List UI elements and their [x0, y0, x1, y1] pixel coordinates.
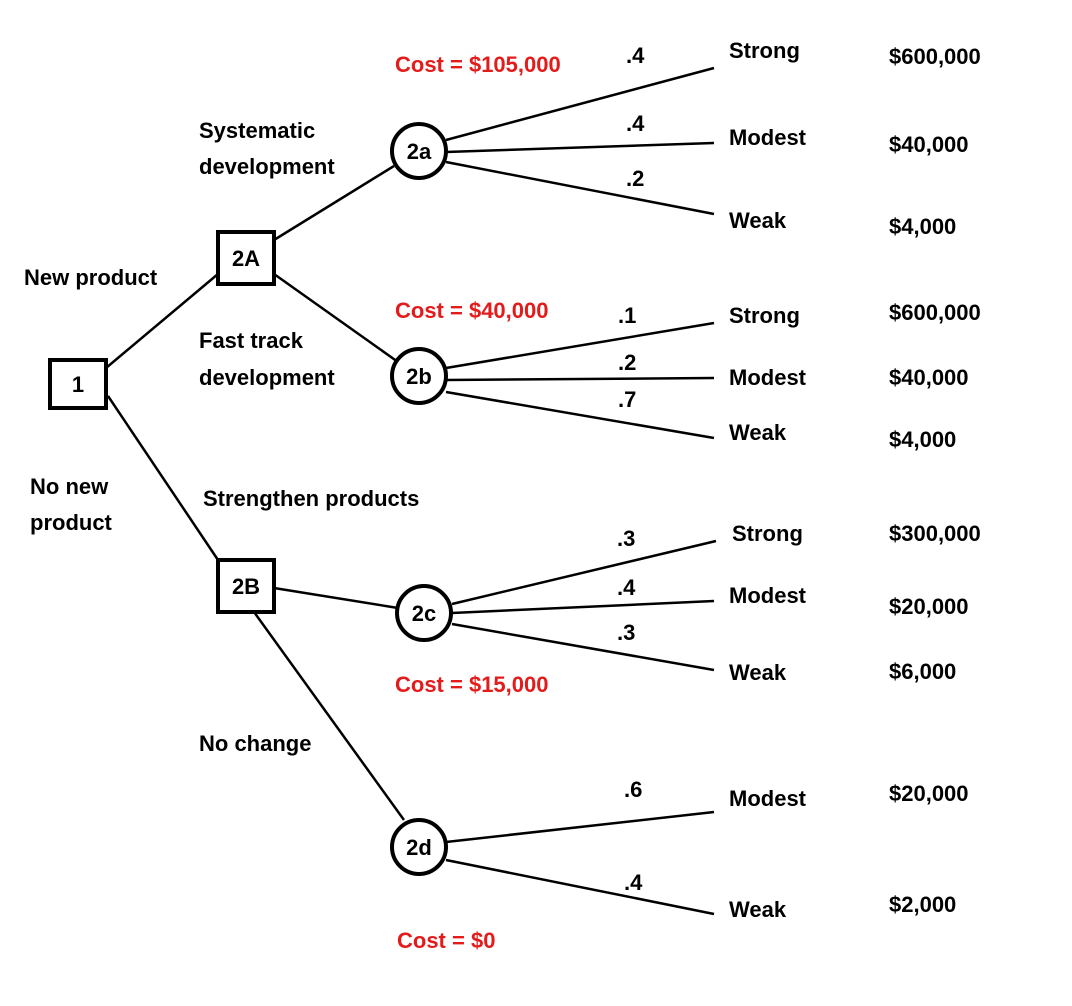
payoff-label: $300,000: [889, 521, 981, 546]
node-label: 2A: [232, 246, 260, 271]
edge-2c-modest: [451, 599, 715, 615]
probability-label: .4: [626, 111, 645, 136]
edge-2A-2b: [273, 272, 399, 364]
cost-label-2c: Cost = $15,000: [395, 672, 548, 697]
outcome-label: Weak: [729, 660, 787, 685]
node-label: 2c: [412, 601, 436, 626]
node-label: 1: [72, 372, 84, 397]
payoff-label: $20,000: [889, 594, 969, 619]
payoff-label: $20,000: [889, 781, 969, 806]
outcome-label: Weak: [729, 208, 787, 233]
branch-label-no-change: No change: [199, 731, 311, 756]
decision-node-1: 1: [48, 358, 108, 410]
branch-label-systematic-line1: Systematic: [199, 118, 315, 143]
payoff-label: $600,000: [889, 300, 981, 325]
node-label: 2b: [406, 364, 432, 389]
outcome-label: Modest: [729, 583, 807, 608]
outcome-label: Strong: [729, 303, 800, 328]
payoff-label: $6,000: [889, 659, 956, 684]
probability-label: .3: [617, 526, 635, 551]
cost-label-2d: Cost = $0: [397, 928, 495, 953]
probability-label: .3: [617, 620, 635, 645]
branch-label-fast-track-line1: Fast track: [199, 328, 304, 353]
chance-node-2a: 2a: [390, 122, 448, 180]
edge-2a-modest: [445, 141, 715, 154]
edge-2B-2d: [252, 611, 406, 821]
payoff-label: $4,000: [889, 214, 956, 239]
edge-2c-strong: [451, 539, 717, 606]
outcome-label: Modest: [729, 786, 807, 811]
node-label: 2a: [407, 139, 432, 164]
node-label: 2B: [232, 574, 260, 599]
edge-2c-weak: [451, 622, 715, 672]
payoff-label: $40,000: [889, 365, 969, 390]
outcome-label: Modest: [729, 125, 807, 150]
outcome-label: Weak: [729, 897, 787, 922]
outcome-label: Modest: [729, 365, 807, 390]
payoff-label: $4,000: [889, 427, 956, 452]
branch-label-no-new-product-line1: No new: [30, 474, 109, 499]
branch-label-systematic-line2: development: [199, 154, 335, 179]
edge-2b-modest: [445, 376, 715, 382]
chance-node-2b: 2b: [390, 347, 448, 405]
chance-node-2d: 2d: [390, 818, 448, 876]
probability-label: .1: [618, 303, 636, 328]
decision-node-2B: 2B: [216, 558, 276, 614]
edge-2b-strong: [445, 321, 715, 370]
branch-label-strengthen-products: Strengthen products: [203, 486, 419, 511]
edge-2d-modest: [445, 810, 715, 844]
outcome-label: Weak: [729, 420, 787, 445]
payoff-label: $2,000: [889, 892, 956, 917]
branch-label-no-new-product-line2: product: [30, 510, 113, 535]
cost-label-2a: Cost = $105,000: [395, 52, 561, 77]
decision-node-2A: 2A: [216, 230, 276, 286]
payoff-label: $40,000: [889, 132, 969, 157]
edge-1-2B: [106, 395, 220, 561]
node-label: 2d: [406, 835, 432, 860]
probability-label: .4: [617, 575, 636, 600]
probability-label: .2: [626, 166, 644, 191]
branch-label-fast-track-line2: development: [199, 365, 335, 390]
outcome-label: Strong: [729, 38, 800, 63]
edge-2a-strong: [445, 66, 715, 142]
edge-2b-weak: [445, 390, 715, 440]
edge-2a-weak: [445, 160, 715, 216]
chance-node-2c: 2c: [395, 584, 453, 642]
branch-label-new-product: New product: [24, 265, 158, 290]
outcome-label: Strong: [732, 521, 803, 546]
edge-2B-2c: [273, 586, 399, 610]
probability-label: .6: [624, 777, 642, 802]
probability-label: .2: [618, 350, 636, 375]
cost-label-2b: Cost = $40,000: [395, 298, 548, 323]
probability-label: .4: [624, 870, 643, 895]
edge-1-2A: [105, 273, 219, 369]
edge-2d-weak: [445, 858, 715, 916]
probability-label: .7: [618, 387, 636, 412]
payoff-label: $600,000: [889, 44, 981, 69]
probability-label: .4: [626, 43, 645, 68]
edge-2A-2a: [273, 164, 395, 242]
